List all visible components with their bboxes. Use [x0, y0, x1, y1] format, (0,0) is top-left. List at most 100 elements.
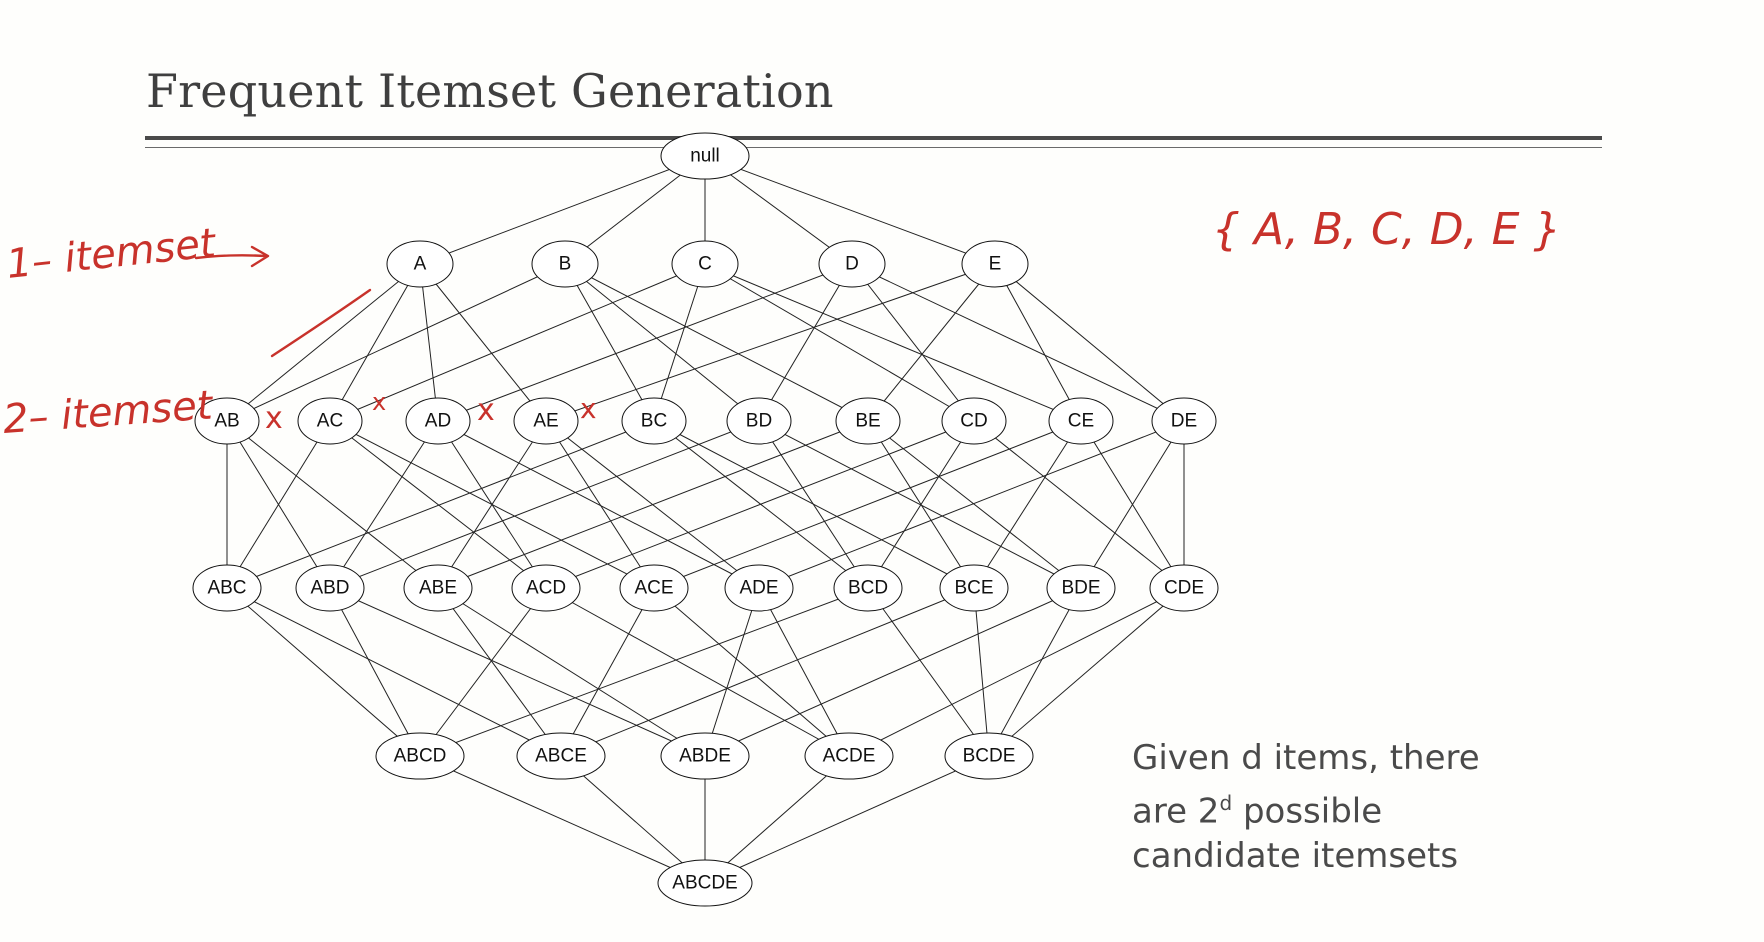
itemset-node-ce: CE [1048, 397, 1114, 445]
candidate-count-note: Given d items, there are 2d possible can… [1132, 736, 1552, 879]
edge-ace-abce [560, 587, 655, 757]
edge-d-de [851, 263, 1185, 422]
itemset-node-be: BE [835, 397, 901, 445]
cross-mark-ac: x [372, 388, 386, 416]
node-label: C [698, 254, 712, 275]
node-ellipse [619, 564, 689, 612]
node-label: ABCD [394, 746, 447, 767]
cross-mark-ab: x [265, 401, 283, 436]
node-label: ACDE [823, 746, 876, 767]
edge-abd-abcd [329, 587, 421, 757]
cross-mark-ad: x [477, 393, 495, 428]
itemset-node-ade: ADE [724, 564, 794, 612]
node-label: BE [855, 411, 880, 432]
edge-bce-bcde [973, 587, 990, 757]
edge-ae-ace [545, 420, 655, 589]
node-ellipse [516, 732, 606, 780]
note-line-3: candidate itemsets [1132, 836, 1459, 877]
edge-b-ab [226, 263, 566, 422]
edge-bce-abce [560, 587, 975, 757]
edge-acd-abcd [419, 587, 547, 757]
edge-null-e [704, 155, 996, 265]
edge-b-be [564, 263, 869, 422]
node-ellipse [1046, 564, 1116, 612]
itemset-node-ae: AE [513, 397, 579, 445]
itemset-node-ace: ACE [619, 564, 689, 612]
edge-bc-abc [226, 420, 655, 589]
itemset-node-abde: ABDE [660, 732, 750, 780]
edge-c-ce [704, 263, 1082, 422]
node-label: B [559, 254, 572, 275]
node-ellipse [295, 564, 365, 612]
itemset-node-acd: ACD [511, 564, 581, 612]
node-ellipse [511, 564, 581, 612]
edge-bd-bde [758, 420, 1082, 589]
edge-acde-abcde [704, 755, 850, 884]
itemset-node-abc: ABC [192, 564, 262, 612]
edge-de-bde [1080, 420, 1185, 589]
itemset-node-bce: BCE [939, 564, 1009, 612]
node-ellipse [194, 397, 260, 445]
itemset-node-abcd: ABCD [375, 732, 465, 780]
note-line-2-pre: are 2 [1132, 791, 1220, 832]
node-ellipse [804, 732, 894, 780]
edge-d-bd [758, 263, 853, 422]
node-ellipse [657, 859, 753, 907]
itemset-node-c: C [671, 240, 739, 288]
node-label: D [845, 254, 859, 275]
node-ellipse [513, 397, 579, 445]
edge-ce-ace [653, 420, 1082, 589]
edge-a-ac [329, 263, 421, 422]
edge-null-a [419, 155, 706, 265]
node-label: BCD [848, 578, 888, 599]
itemset-node-abcde: ABCDE [657, 859, 753, 907]
itemset-node-bcd: BCD [833, 564, 903, 612]
edge-abc-abce [226, 587, 562, 757]
edge-b-bd [564, 263, 760, 422]
note-line-2: are 2d possible [1132, 781, 1552, 834]
edge-a-ad [419, 263, 439, 422]
title-rule-thick [145, 136, 1602, 140]
node-label: ABC [207, 578, 246, 599]
node-ellipse [297, 397, 363, 445]
itemset-node-bd: BD [726, 397, 792, 445]
edge-cde-bcde [988, 587, 1185, 757]
itemset-node-ad: AD [405, 397, 471, 445]
slide-title: Frequent Itemset Generation [146, 64, 834, 118]
itemset-node-acde: ACDE [804, 732, 894, 780]
itemset-node-cd: CD [941, 397, 1007, 445]
node-label: AE [533, 411, 558, 432]
node-label: BDE [1061, 578, 1100, 599]
node-ellipse [386, 240, 454, 288]
node-ellipse [660, 132, 750, 180]
itemset-node-d: D [818, 240, 886, 288]
edge-cd-cde [973, 420, 1185, 589]
edge-cd-acd [545, 420, 975, 589]
note-line-2-post: possible [1232, 791, 1383, 832]
edge-bcde-abcde [704, 755, 990, 884]
itemset-node-b: B [531, 240, 599, 288]
node-ellipse [961, 240, 1029, 288]
edge-d-ad [437, 263, 853, 422]
itemset-node-bc: BC [621, 397, 687, 445]
node-ellipse [1149, 564, 1219, 612]
edge-ace-acde [653, 587, 850, 757]
node-ellipse [944, 732, 1034, 780]
edge-abce-abcde [560, 755, 706, 884]
edge-ade-abde [704, 587, 760, 757]
node-ellipse [724, 564, 794, 612]
edge-a-ae [419, 263, 547, 422]
node-label: DE [1171, 411, 1197, 432]
node-label: ABD [310, 578, 349, 599]
node-label: ABDE [679, 746, 731, 767]
node-ellipse [403, 564, 473, 612]
edge-d-cd [851, 263, 975, 422]
annotation-stroke [270, 288, 372, 358]
edge-abc-abcd [226, 587, 421, 757]
edge-b-bc [564, 263, 655, 422]
node-label: CD [960, 411, 987, 432]
edge-acd-acde [545, 587, 850, 757]
node-label: CE [1068, 411, 1094, 432]
